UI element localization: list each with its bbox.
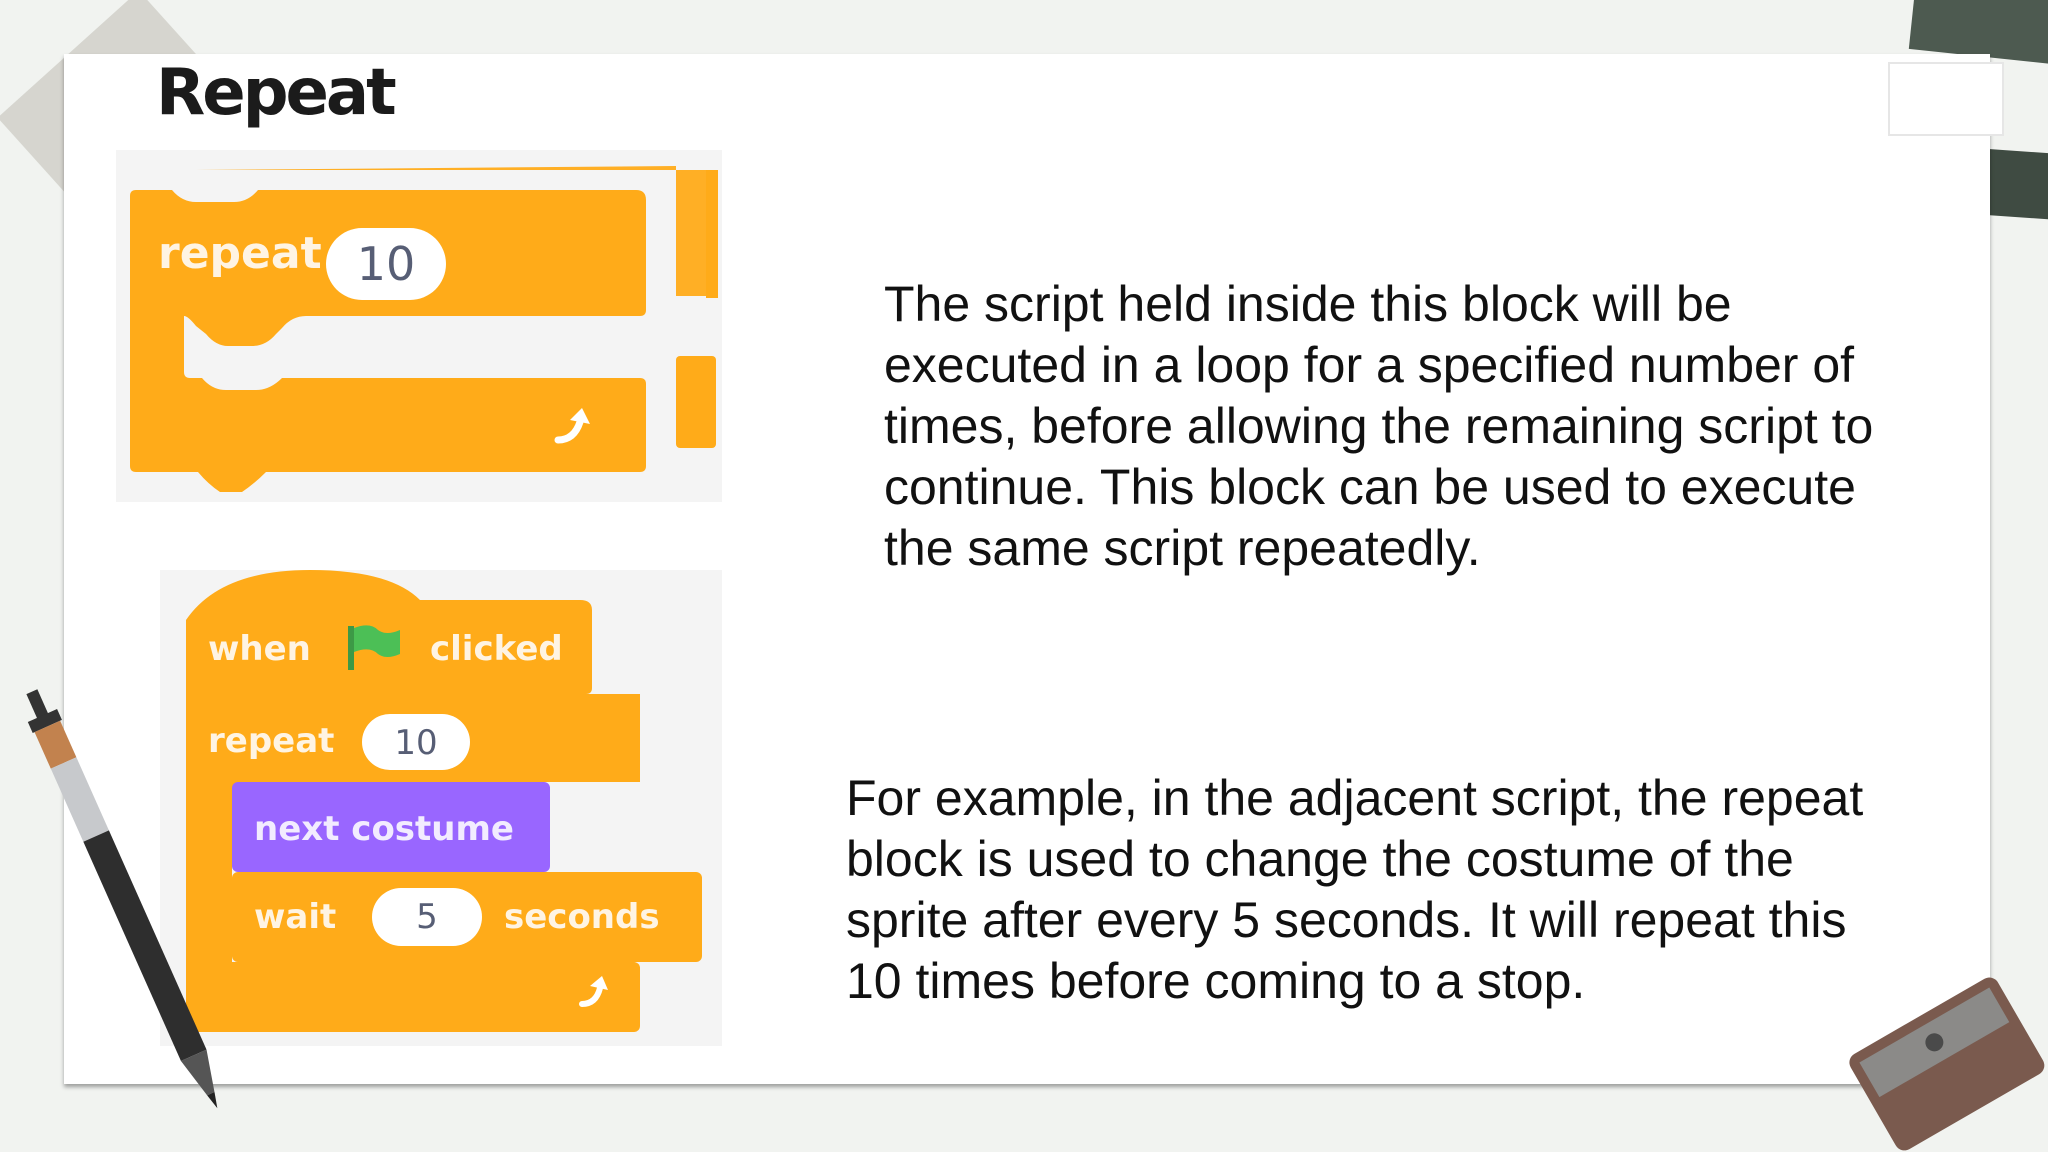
example-script-graphic: when clicked repeat 10 next costume wait… (186, 570, 702, 1032)
wait-value-input[interactable] (372, 888, 482, 946)
repeat-count-input[interactable] (326, 228, 446, 300)
description-paragraph: The script held inside this block will b… (884, 276, 1874, 576)
hat-clicked-label: clicked (430, 629, 563, 669)
hat-when-label: when (208, 629, 311, 669)
wait-unit-label: seconds (504, 897, 660, 937)
wait-label: wait (254, 897, 336, 937)
green-flag-icon (348, 625, 400, 670)
repeat-block-graphic: repeat 10 (130, 166, 718, 492)
example-paragraph: For example, in the adjacent script, the… (846, 770, 1864, 1009)
next-costume-label: next costume (254, 809, 514, 849)
repeat-label: repeat (158, 228, 322, 279)
repeat-label-2: repeat (208, 721, 334, 761)
pencil-icon (26, 689, 218, 1109)
loop-arrow-icon (554, 408, 590, 444)
next-costume-block[interactable] (232, 782, 550, 872)
wait-value: 5 (416, 897, 438, 937)
slide-title: Repeat (156, 56, 397, 130)
slide-tab-decoration (1888, 62, 2004, 136)
repeat-count-value: 10 (357, 237, 416, 291)
repeat-count-value-2: 10 (394, 723, 437, 763)
loop-arrow-icon (579, 976, 608, 1007)
repeat-count-input-2[interactable] (362, 714, 470, 770)
example-script-image: when clicked repeat 10 next costume wait… (160, 570, 722, 1046)
repeat-block-image: repeat 10 (116, 150, 722, 502)
sharpener-icon (1849, 977, 2045, 1151)
